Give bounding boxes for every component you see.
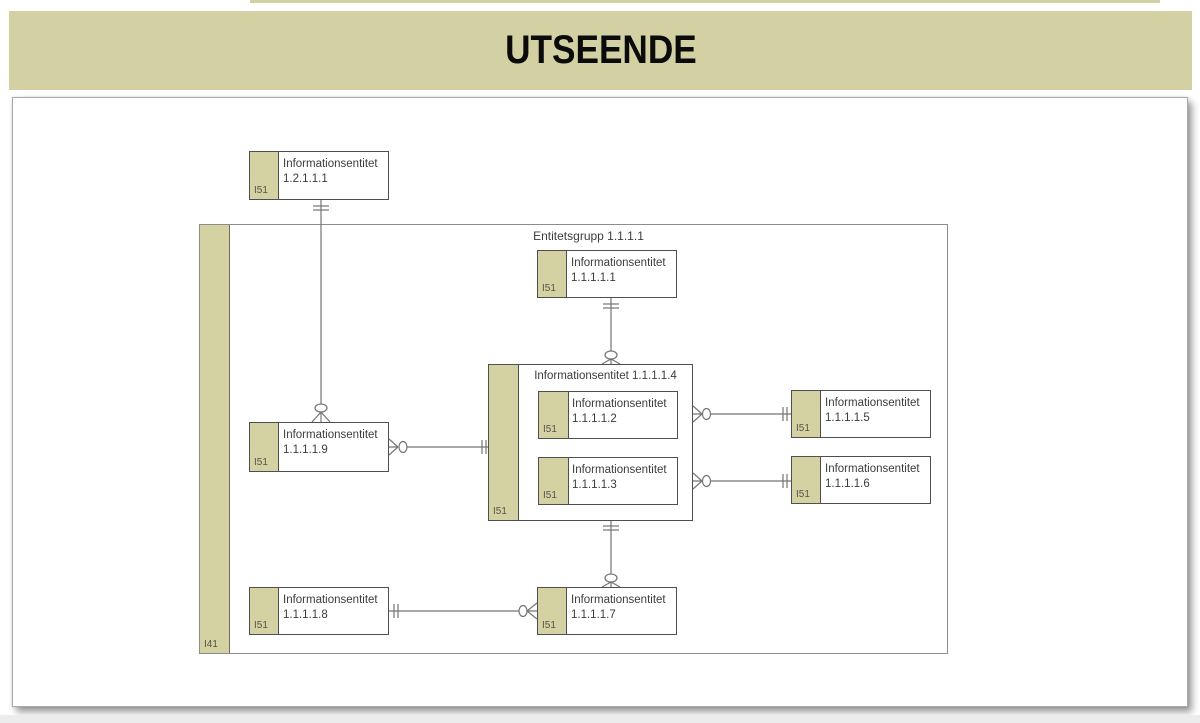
entity-name: Informationsentitet: [825, 463, 920, 475]
title-banner: UTSEENDE: [9, 11, 1192, 90]
page-title: UTSEENDE: [504, 28, 697, 72]
container-label: Informationsentitet 1.1.1.1.4: [534, 370, 677, 382]
entity-tag: I51: [543, 424, 557, 435]
entity-name: Informationsentitet: [825, 397, 920, 409]
entity-group-label: Entitetsgrupp 1.1.1.1: [533, 229, 644, 243]
entity-type-strip: I51: [792, 391, 821, 437]
entity-box-11119[interactable]: I51 Informationsentitet 1.1.1.1.9: [249, 422, 389, 472]
entity-tag: I51: [542, 620, 556, 631]
entity-name: Informationsentitet: [283, 158, 378, 170]
entity-number: 1.1.1.1.7: [571, 609, 616, 621]
entity-group-tag: I41: [204, 639, 218, 650]
entity-type-strip: I51: [538, 251, 567, 297]
entity-box-11113[interactable]: I51 Informationsentitet 1.1.1.1.3: [538, 457, 678, 505]
entity-type-strip: I51: [539, 392, 569, 438]
entity-tag: I51: [254, 457, 268, 468]
entity-type-strip: I51: [539, 458, 569, 504]
entity-box-11111[interactable]: I51 Informationsentitet 1.1.1.1.1: [537, 250, 677, 298]
entity-number: 1.1.1.1.6: [825, 478, 870, 490]
entity-tag: I51: [254, 620, 268, 631]
entity-type-strip: I51: [250, 588, 279, 634]
entity-box-11112[interactable]: I51 Informationsentitet 1.1.1.1.2: [538, 391, 678, 439]
entity-tag: I51: [254, 185, 268, 196]
entity-tag: I51: [543, 490, 557, 501]
entity-tag: I51: [796, 423, 810, 434]
diagram-canvas: I41 Entitetsgrupp 1.1.1.1: [12, 97, 1188, 707]
entity-tag: I51: [493, 506, 507, 517]
entity-box-11118[interactable]: I51 Informationsentitet 1.1.1.1.8: [249, 587, 389, 635]
entity-tag: I51: [796, 489, 810, 500]
entity-type-strip: I51: [250, 152, 279, 199]
entity-name: Informationsentitet: [572, 464, 667, 476]
entity-type-strip: I51: [792, 457, 821, 503]
entity-type-strip: I51: [250, 423, 279, 471]
entity-number: 1.2.1.1.1: [283, 173, 328, 185]
entity-name: Informationsentitet: [572, 398, 667, 410]
entity-type-strip: I51: [538, 588, 567, 634]
entity-container-11114[interactable]: I51 Informationsentitet 1.1.1.1.4 I51 In…: [488, 364, 693, 521]
entity-name: Informationsentitet: [283, 594, 378, 606]
entity-number: 1.1.1.1.3: [572, 479, 617, 491]
entity-box-12111[interactable]: I51 Informationsentitet 1.2.1.1.1: [249, 151, 389, 200]
entity-number: 1.1.1.1.2: [572, 413, 617, 425]
entity-name: Informationsentitet: [283, 429, 378, 441]
entity-number: 1.1.1.1.8: [283, 609, 328, 621]
entity-number: 1.1.1.1.5: [825, 412, 870, 424]
entity-name: Informationsentitet: [571, 257, 666, 269]
entity-box-11117[interactable]: I51 Informationsentitet 1.1.1.1.7: [537, 587, 677, 635]
entity-name: Informationsentitet: [571, 594, 666, 606]
top-edge-sliver: [250, 0, 1160, 3]
entity-number: 1.1.1.1.1: [571, 272, 616, 284]
entity-tag: I51: [542, 283, 556, 294]
entity-type-strip: I51: [489, 365, 519, 520]
entity-group-type-strip: I41: [200, 225, 230, 653]
entity-box-11115[interactable]: I51 Informationsentitet 1.1.1.1.5: [791, 390, 931, 438]
entity-box-11116[interactable]: I51 Informationsentitet 1.1.1.1.6: [791, 456, 931, 504]
bottom-page-strip: [0, 715, 1200, 723]
entity-number: 1.1.1.1.9: [283, 444, 328, 456]
